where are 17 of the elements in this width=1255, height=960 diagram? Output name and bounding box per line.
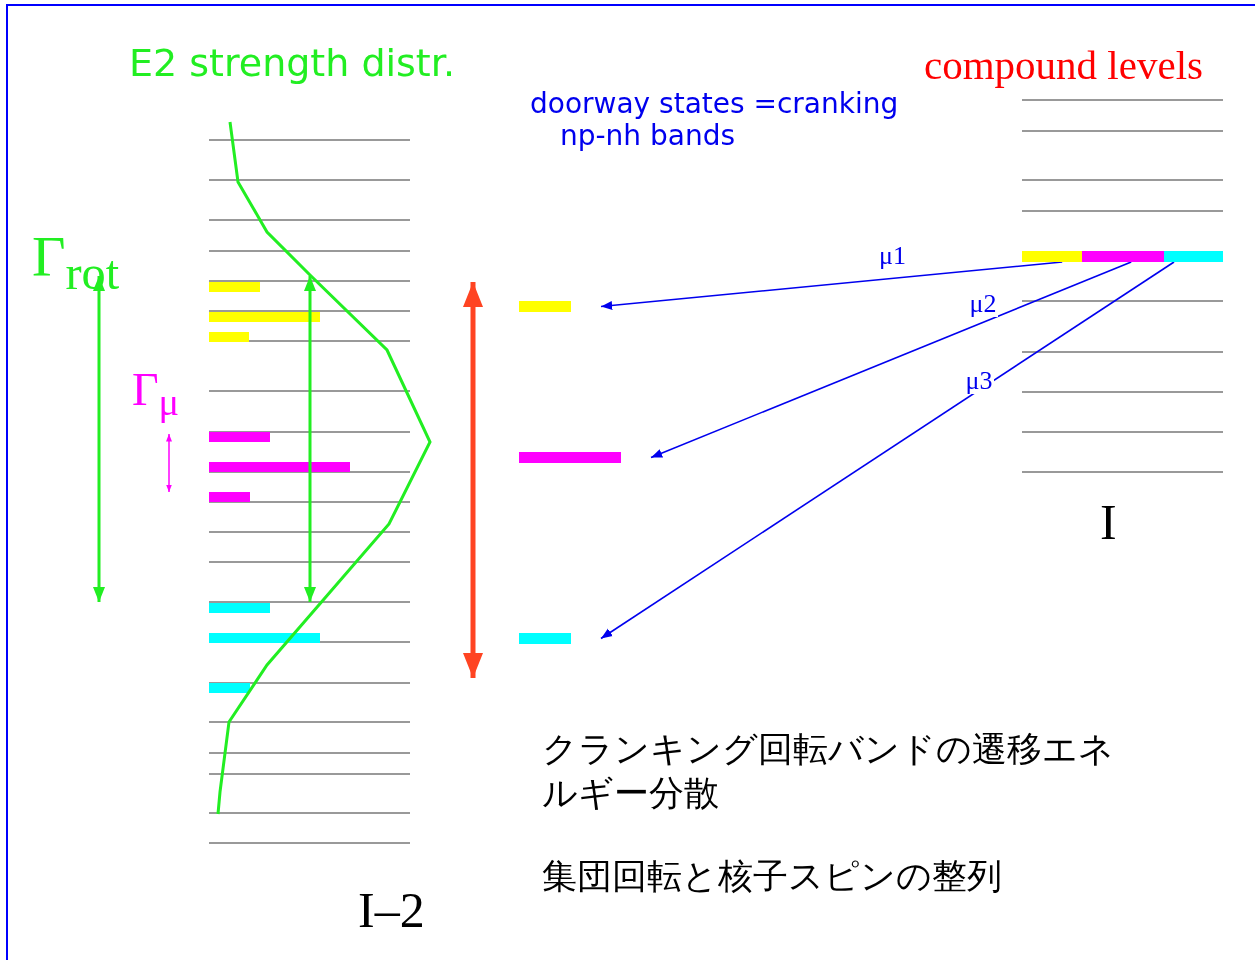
spin-label: I–2 bbox=[358, 882, 425, 940]
level-bar bbox=[1022, 251, 1082, 262]
arrow bbox=[600, 261, 1175, 640]
width-label: Γ$_{μ}$ bbox=[132, 364, 180, 425]
level-bar bbox=[519, 633, 571, 644]
arrow bbox=[600, 261, 1063, 310]
column-title: compound levels bbox=[924, 42, 1203, 90]
chart-title: E2 strength distr. bbox=[129, 42, 455, 86]
level-bar bbox=[519, 301, 571, 312]
note-text: クランキング回転バンドの遷移エネルギー分散 bbox=[542, 728, 1115, 815]
level-bar bbox=[1164, 251, 1223, 262]
spin-label: I bbox=[1100, 494, 1117, 552]
note-text: 集団回転と核子スピンの整列 bbox=[542, 856, 1002, 897]
arrow bbox=[650, 261, 1132, 459]
level-bar bbox=[519, 452, 621, 463]
level-bar bbox=[1082, 251, 1164, 262]
annotation-text: doorway states =cranking np-nh bands bbox=[530, 88, 900, 153]
